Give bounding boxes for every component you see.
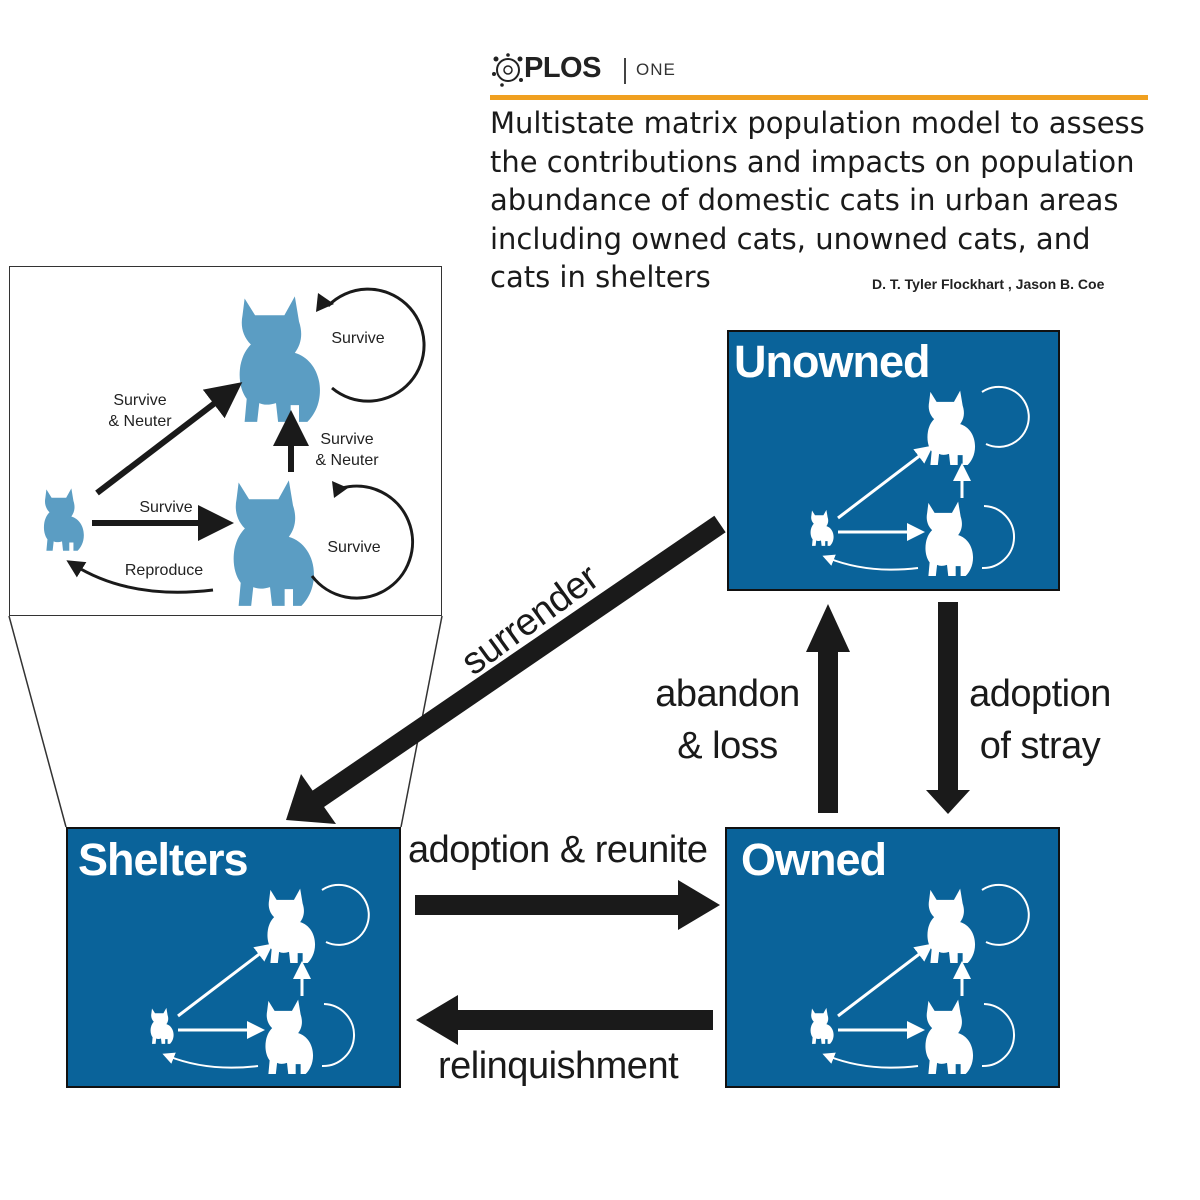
logo-divider [624,58,626,84]
inset-label-survive-neuter-up-2: & Neuter [315,452,379,469]
inset-label-survive-neuter-diag-2: & Neuter [108,413,172,430]
cat-icon [925,999,974,1075]
mini-model-owned [810,883,1030,1075]
arrow-icon [926,790,970,814]
arrow-icon [416,995,458,1045]
mini-model-shelters [150,883,370,1075]
cat-icon [267,888,316,964]
mini-model-unowned [810,385,1030,577]
cat-icon [265,999,314,1075]
flow-label-adoption-stray-2: of stray [979,725,1101,767]
relinquishment-arrow [455,1010,713,1030]
cat-icon [150,1007,174,1044]
abandon-arrow [818,648,838,813]
state-title-unowned: Unowned [734,336,930,387]
inset-label-reproduce: Reproduce [124,562,204,579]
arrow-icon [678,880,720,930]
zoom-connector-left [8,615,67,828]
header-rule [490,95,1148,100]
flow-label-relinquishment: relinquishment [438,1045,679,1087]
arrow-icon [286,774,336,824]
cat-icon [810,509,834,546]
inset-label-survive-neuter-up-1: Survive [320,431,374,448]
adoption-reunite-arrow [415,895,680,915]
adoption-stray-arrow [938,602,958,790]
arrow-icon [806,604,850,652]
inset-label-survive-right: Survive [327,539,381,556]
cat-icon [927,888,976,964]
flow-label-abandon-2: & loss [677,725,778,767]
surrender-arrow [312,515,726,808]
plos-logo-icon [492,53,523,87]
inset-label-survive-neuter-diag-1: Survive [113,392,167,409]
cat-icon [810,1007,834,1044]
state-box-unowned [727,330,1060,591]
state-title-owned: Owned [741,834,887,885]
paper-title: Multistate matrix population model to as… [490,106,1145,294]
flow-label-abandon-1: abandon [655,673,800,715]
logo-text: PLOS [524,52,601,84]
state-box-shelters [66,827,401,1088]
inset-label-survive-top: Survive [331,330,385,347]
arrow-icon [316,293,334,312]
authors: D. T. Tyler Flockhart , Jason B. Coe [872,276,1105,292]
cycle-arrow-icon [310,484,414,600]
logo-suffix: ONE [636,60,676,79]
state-box-owned [725,827,1060,1088]
cat-icon [43,488,84,551]
cat-icon [925,501,974,577]
arrow-icon [66,560,214,594]
arrow-icon [95,382,243,496]
arrow-icon [332,481,348,498]
inset-label-survive-mid: Survive [139,499,193,516]
cat-icon [233,480,314,606]
flow-label-adoption-stray-1: adoption [969,673,1111,715]
cat-icon [927,390,976,466]
state-title-shelters: Shelters [78,834,249,885]
inset-panel [9,266,442,616]
flow-label-adoption-reunite: adoption & reunite [408,829,708,871]
cat-icon [239,296,320,422]
cycle-arrow-icon [326,287,426,403]
